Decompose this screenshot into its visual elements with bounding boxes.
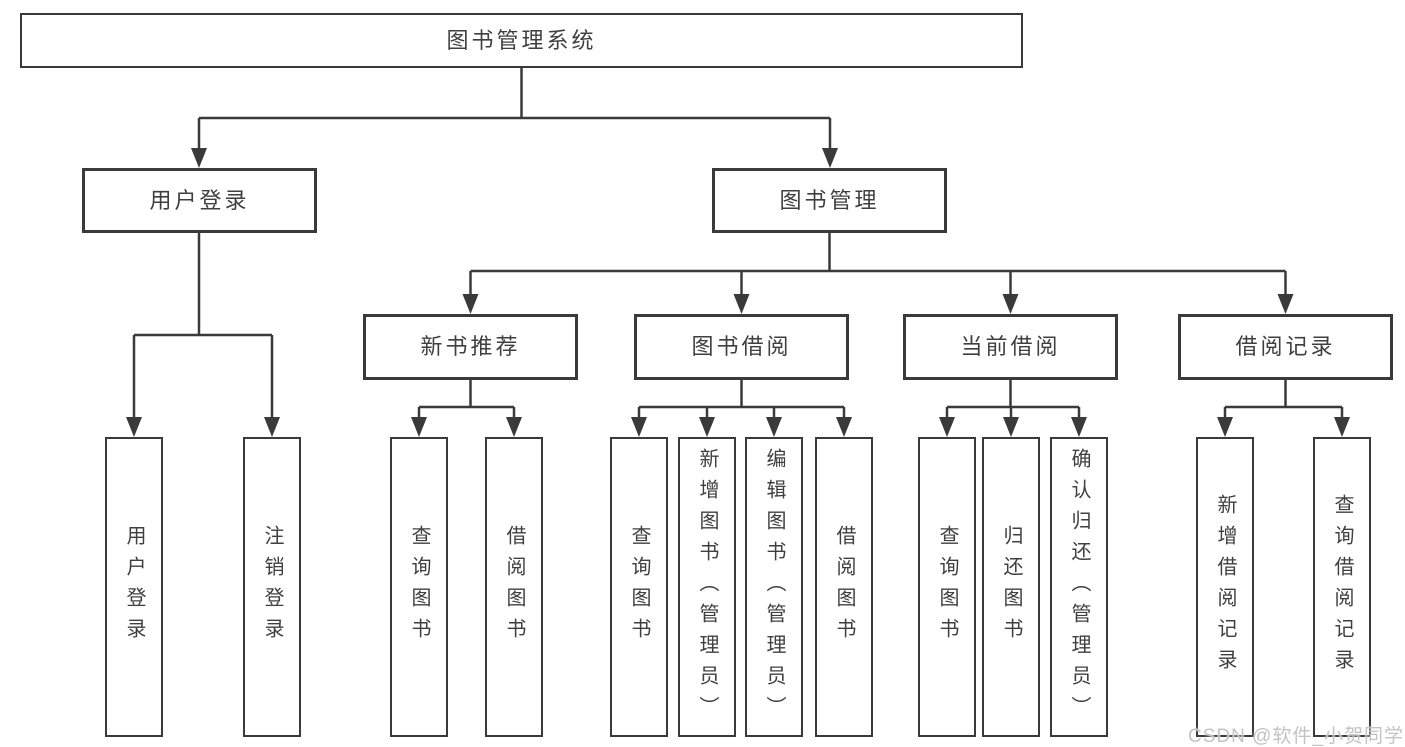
connector-new-book-recommend-to-leaves	[411, 380, 522, 437]
node-book-borrow: 图书借阅	[634, 314, 849, 380]
leaf-query-books-recommend: 查询图书	[390, 437, 448, 737]
leaf-borrow-books-recommend: 借阅图书	[485, 437, 543, 737]
node-label: 用户登录	[123, 525, 145, 649]
node-user-login: 用户登录	[82, 168, 317, 233]
watermark-text: CSDN @软件_小贺同学	[1188, 726, 1404, 747]
node-borrow-records: 借阅记录	[1178, 314, 1393, 380]
node-label: 图书管理	[779, 187, 880, 213]
node-book-management: 图书管理	[712, 168, 947, 233]
leaf-query-books-current: 查询图书	[918, 437, 976, 737]
node-label: 编辑图书（管理员）	[763, 447, 785, 727]
node-label: 查询图书	[408, 525, 430, 649]
node-label: 图书管理系统	[446, 27, 597, 53]
node-label: 借阅图书	[833, 525, 855, 649]
leaf-add-borrow-record: 新增借阅记录	[1196, 437, 1254, 737]
node-new-book-recommend: 新书推荐	[363, 314, 578, 380]
connector-book-management-to-level3	[462, 233, 1294, 314]
leaf-add-book-admin: 新增图书（管理员）	[678, 437, 736, 737]
connector-user-login-to-leaves	[126, 233, 280, 437]
connector-book-borrow-to-leaves	[631, 380, 852, 437]
node-label: 查询图书	[936, 525, 958, 649]
connector-borrow-records-to-leaves	[1217, 380, 1350, 437]
node-label: 新增借阅记录	[1214, 494, 1236, 680]
leaf-edit-book-admin: 编辑图书（管理员）	[745, 437, 803, 737]
leaf-logout: 注销登录	[243, 437, 301, 737]
leaf-confirm-return-admin: 确认归还（管理员）	[1050, 437, 1108, 737]
node-label: 确认归还（管理员）	[1068, 447, 1090, 727]
node-label: 图书借阅	[691, 334, 792, 359]
leaf-return-book: 归还图书	[982, 437, 1040, 737]
node-label: 用户登录	[149, 187, 250, 213]
leaf-user-login: 用户登录	[105, 437, 163, 737]
node-label: 借阅图书	[503, 525, 525, 649]
leaf-query-books-borrow: 查询图书	[610, 437, 668, 737]
node-label: 借阅记录	[1235, 334, 1336, 359]
connector-root-to-level2	[191, 68, 838, 168]
node-label: 归还图书	[1000, 525, 1022, 649]
connector-current-borrow-to-leaves	[939, 380, 1087, 437]
node-label: 注销登录	[261, 525, 283, 649]
node-label: 新增图书（管理员）	[696, 447, 718, 727]
node-label: 新书推荐	[420, 334, 521, 359]
node-label: 查询图书	[628, 525, 650, 649]
node-library-management-system: 图书管理系统	[20, 13, 1023, 68]
node-label: 当前借阅	[960, 334, 1061, 359]
leaf-borrow-books: 借阅图书	[815, 437, 873, 737]
node-current-borrow: 当前借阅	[903, 314, 1118, 380]
leaf-query-borrow-record: 查询借阅记录	[1313, 437, 1371, 737]
node-label: 查询借阅记录	[1331, 494, 1353, 680]
